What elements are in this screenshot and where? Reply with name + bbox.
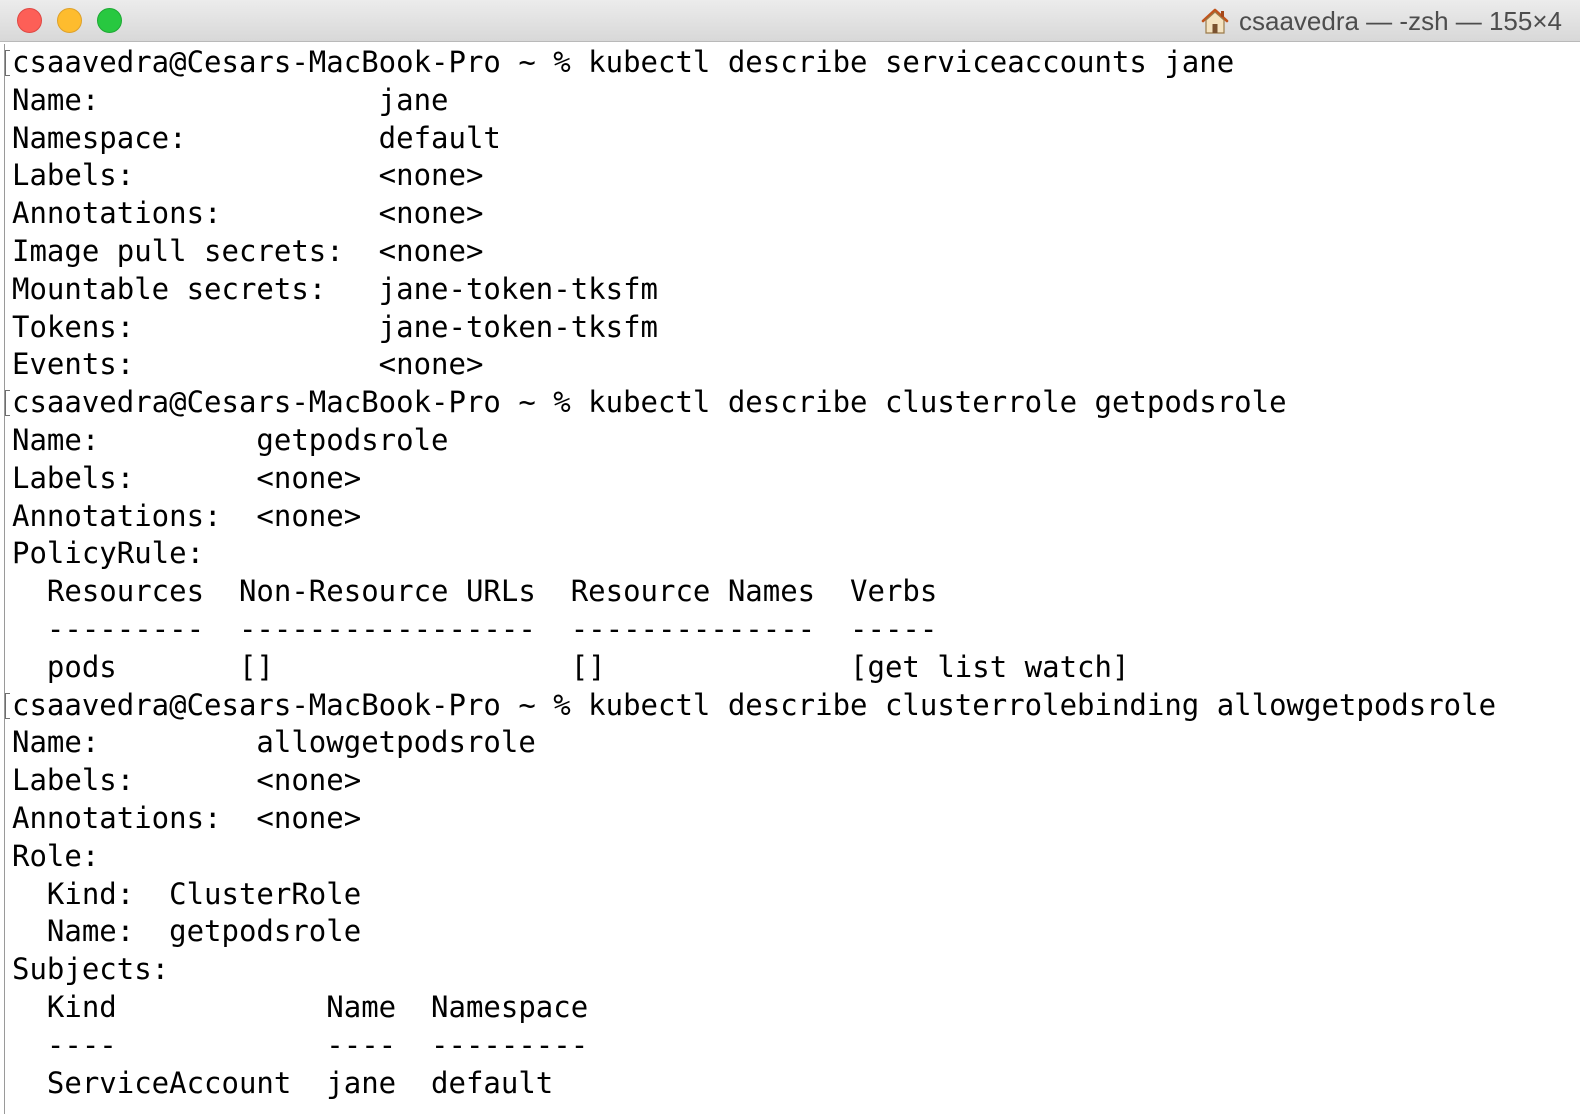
output-line: Annotations: <none>: [12, 801, 362, 835]
output-line: pods [] [] [get list watch]: [12, 649, 1130, 684]
output-line: Name: allowgetpodsrole: [12, 725, 536, 760]
output-line: Name: getpodsrole: [12, 423, 449, 457]
output-line: Namespace: default: [12, 120, 501, 155]
prompt-line: csaavedra@Cesars-MacBook-Pro ~ % kubectl…: [12, 385, 1287, 420]
output-line: Labels: <none>: [12, 460, 362, 495]
output-line: Name: jane: [12, 82, 449, 117]
title-bar[interactable]: csaavedra — -zsh — 155×4: [0, 0, 1580, 42]
output-line: Kind Name Namespace: [12, 990, 589, 1024]
output-line: Events: <none>: [12, 347, 484, 382]
output-line: Kind: ClusterRole: [12, 876, 362, 911]
prompt-line: csaavedra@Cesars-MacBook-Pro ~ % kubectl…: [12, 687, 1497, 722]
output-line: Resources Non-Resource URLs Resource Nam…: [12, 574, 938, 609]
output-line: Annotations: <none>: [12, 196, 484, 231]
output-line: Annotations: <none>: [12, 498, 362, 533]
window-title: csaavedra — -zsh — 155×4: [1200, 5, 1562, 37]
terminal-output[interactable]: csaavedra@Cesars-MacBook-Pro ~ % kubectl…: [0, 44, 1580, 1114]
output-line: Labels: <none>: [12, 763, 362, 798]
output-line: Labels: <none>: [12, 158, 484, 193]
output-line: Role:: [12, 838, 100, 873]
output-line: PolicyRule:: [12, 536, 205, 571]
prompt-mark: [5, 390, 10, 417]
home-icon: [1201, 8, 1229, 34]
minimize-button[interactable]: [57, 8, 82, 33]
zoom-button[interactable]: [97, 8, 122, 33]
output-line: Name: getpodsrole: [12, 914, 362, 949]
output-line: ServiceAccount jane default: [12, 1065, 554, 1100]
prompt-mark: [5, 692, 10, 719]
output-line: Image pull secrets: <none>: [12, 234, 484, 268]
close-button[interactable]: [17, 8, 42, 33]
scrollback-gutter: [4, 44, 5, 1114]
window-title-text: csaavedra — -zsh — 155×4: [1239, 5, 1562, 36]
output-line: Mountable secrets: jane-token-tksfm: [12, 271, 659, 306]
output-line: --------- ----------------- ------------…: [12, 612, 938, 646]
output-line: ---- ---- ---------: [12, 1027, 589, 1062]
prompt-mark: [5, 50, 10, 76]
prompt-line: csaavedra@Cesars-MacBook-Pro ~ % kubectl…: [12, 45, 1235, 79]
output-line: Tokens: jane-token-tksfm: [12, 309, 659, 344]
output-line: Subjects:: [12, 952, 170, 987]
